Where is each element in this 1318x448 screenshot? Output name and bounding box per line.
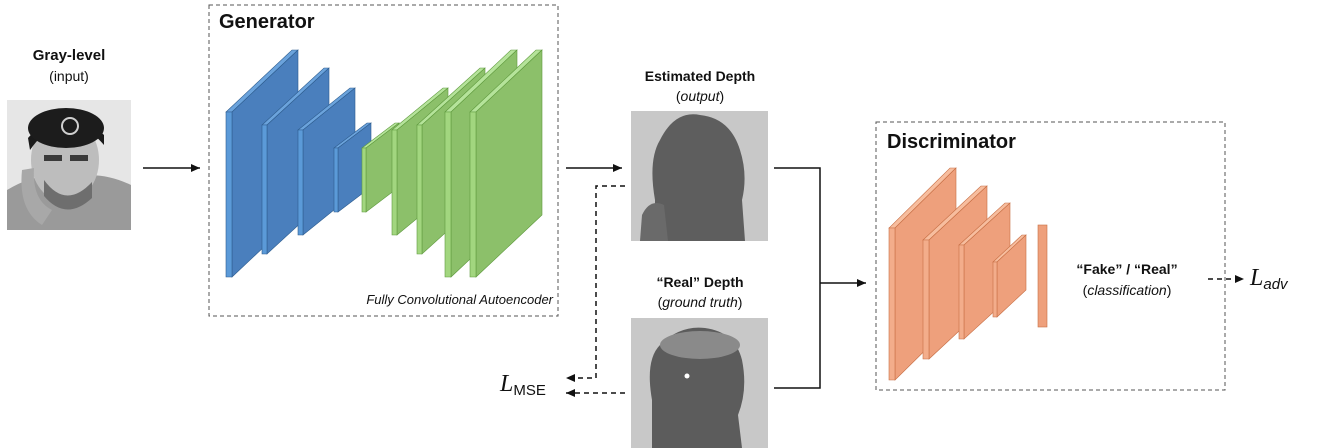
generator-box — [208, 4, 559, 317]
estimated-depth-title: Estimated Depth — [644, 68, 756, 84]
classification-title: “Fake” / “Real” — [1076, 261, 1178, 277]
input-face-image — [7, 100, 131, 230]
mse-loss-label: LMSE — [500, 371, 546, 399]
generator-title: Generator — [219, 11, 315, 33]
discriminator-title: Discriminator — [887, 131, 1016, 153]
mse-loss-connectors — [566, 185, 625, 397]
estimated-depth-subtitle: (output) — [675, 88, 725, 104]
decoder-layers — [361, 49, 543, 278]
input-title: Gray-level — [32, 47, 106, 64]
estimated-depth-image — [631, 111, 768, 241]
encoder-layers — [225, 49, 372, 278]
real-depth-title: “Real” Depth — [656, 274, 744, 290]
depth-to-discriminator-connectors — [774, 167, 866, 389]
real-depth-subtitle: (ground truth) — [657, 294, 743, 310]
discriminator-layers — [888, 167, 1048, 381]
real-depth-image — [631, 318, 768, 448]
generator-caption: Fully Convolutional Autoencoder — [366, 292, 553, 307]
discriminator-box — [875, 121, 1226, 391]
classification-subtitle: (classification) — [1082, 282, 1172, 298]
input-subtitle: (input) — [49, 68, 89, 84]
adv-loss-label: Ladv — [1250, 265, 1288, 293]
